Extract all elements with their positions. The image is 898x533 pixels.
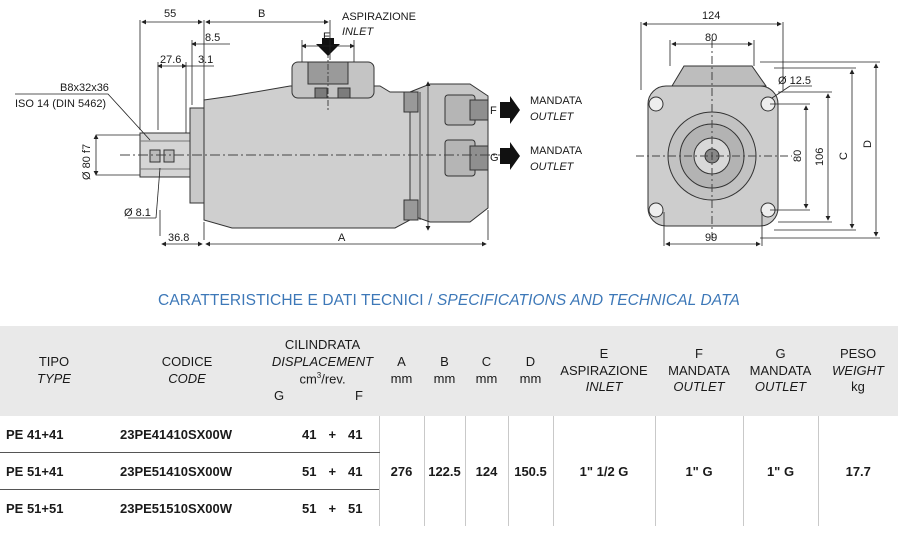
dim-d: D <box>862 140 874 148</box>
side-view-labels: 55 B 8.5 E 27.6 3.1 B8x32x36 ISO 14 (DIN… <box>15 8 583 244</box>
dim-27-6: 27.6 <box>160 54 181 66</box>
cell-f: 1" G <box>654 416 743 526</box>
cell-g: 1" G <box>742 416 818 526</box>
dim-36-8: 36.8 <box>168 232 189 244</box>
shaft-spec: B8x32x36 <box>60 82 109 94</box>
table-row: PE 51+51 23PE51510SX00W 51+51 <box>0 490 898 527</box>
dim-e: E <box>323 31 330 43</box>
dim-80-top: 80 <box>705 32 717 44</box>
dim-8-5: 8.5 <box>205 32 220 44</box>
side-view <box>120 40 500 229</box>
section-title-it: CARATTERISTICHE E DATI TECNICI / <box>158 292 437 309</box>
bolt-hole-bl <box>648 202 664 218</box>
front-view <box>636 40 792 240</box>
label-port-f: F <box>490 105 497 117</box>
section-title-en: SPECIFICATIONS AND TECHNICAL DATA <box>436 292 740 309</box>
dim-12-5: Ø 12.5 <box>778 75 811 87</box>
cell-tipo: PE 41+41 <box>0 416 108 453</box>
arrow-g <box>500 142 520 170</box>
cell-displacement: 51+51 <box>302 500 363 516</box>
outlet-arrows <box>316 38 520 170</box>
dim-80-side: 80 <box>792 150 804 162</box>
dim-124: 124 <box>702 10 720 22</box>
dim-99: 99 <box>705 232 717 244</box>
dim-8-1: Ø 8.1 <box>124 207 151 219</box>
cell-c: 124 <box>464 416 508 526</box>
section-title: CARATTERISTICHE E DATI TECNICI / SPECIFI… <box>0 292 898 310</box>
cell-d: 150.5 <box>507 416 553 526</box>
dim-3-1: 3.1 <box>198 54 213 66</box>
technical-drawing: 55 B 8.5 E 27.6 3.1 B8x32x36 ISO 14 (DIN… <box>15 8 880 247</box>
table-row: PE 41+41 23PE41410SX00W 41+41 276 122.5 … <box>0 416 898 526</box>
table-row: PE 51+41 23PE51410SX00W 51+41 <box>0 452 898 490</box>
label-port-g: G <box>490 152 499 164</box>
dim-80f7: Ø 80 f7 <box>81 144 93 180</box>
pump-body <box>203 85 411 229</box>
cell-tipo: PE 51+41 <box>0 452 108 490</box>
cell-displacement: 51+41 <box>266 452 379 490</box>
dim-c: C <box>838 152 850 160</box>
cell-a: 276 <box>378 416 424 526</box>
dim-55: 55 <box>164 8 176 20</box>
label-outlet-1: OUTLET <box>530 111 575 123</box>
label-mandata-2: MANDATA <box>530 145 583 157</box>
front-view-labels: 124 80 Ø 12.5 80 106 C D 99 <box>702 10 874 244</box>
dim-106: 106 <box>814 148 826 166</box>
label-mandata-1: MANDATA <box>530 95 583 107</box>
label-inlet: INLET <box>342 26 374 38</box>
cell-e: 1" 1/2 G <box>552 416 655 526</box>
label-outlet-2: OUTLET <box>530 161 575 173</box>
bolt-hole-tl <box>648 96 664 112</box>
dim-a: A <box>338 232 346 244</box>
cell-b: 122.5 <box>423 416 465 526</box>
cell-tipo: PE 51+51 <box>6 500 64 516</box>
shaft-iso: ISO 14 (DIN 5462) <box>15 98 106 110</box>
cell-codice: 23PE51510SX00W <box>120 500 233 516</box>
label-aspirazione: ASPIRAZIONE <box>342 11 416 23</box>
cell-displacement: 41+41 <box>266 416 379 453</box>
cell-codice: 23PE51410SX00W <box>108 452 266 490</box>
cell-codice: 23PE41410SX00W <box>108 416 266 453</box>
cell-weight: 17.7 <box>817 416 898 526</box>
arrow-f <box>500 96 520 124</box>
dim-b: B <box>258 8 265 20</box>
